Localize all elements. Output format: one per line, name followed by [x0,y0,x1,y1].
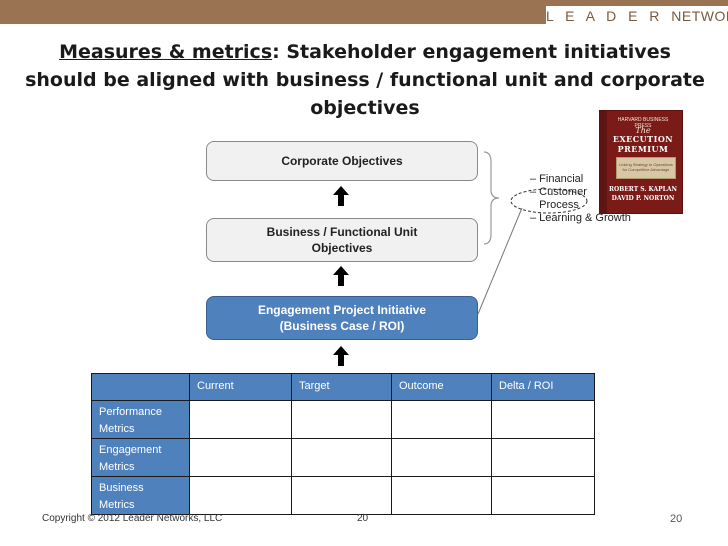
perspective-item: Process [530,199,579,211]
right-brace-icon [483,151,500,245]
column-header: Delta / ROI [491,373,595,401]
page-number: 20 [670,513,683,525]
table-row: Engagement Metrics [91,438,595,477]
table-cell [491,400,595,439]
corporate-objectives-box: Corporate Objectives [206,141,478,181]
connector-line [477,207,523,315]
title-line-3: objectives [310,97,420,119]
table-cell [291,438,392,477]
perspective-item: – Customer [530,186,587,198]
table-cell [189,476,292,515]
arrow-up-icon [333,186,349,206]
engagement-project-box: Engagement Project Initiative (Business … [206,296,478,340]
business-unit-objectives-box: Business / Functional Unit Objectives [206,218,478,262]
balanced-scorecard-list: – Financial – Customer Process – Learnin… [530,173,631,225]
table-cell [189,438,292,477]
dashed-ellipse-highlight [510,188,588,214]
perspective-item: – Financial [530,173,584,185]
table-cell [391,476,492,515]
page-number-center: 20 [357,513,369,524]
arrow-up-icon [333,266,349,286]
copyright-text: Copyright © 2012 Leader Networks, LLC [42,513,223,524]
table-cell [391,400,492,439]
title-underlined: Measures & metrics [59,41,273,63]
title-rest: : Stakeholder engagement initiatives [272,41,671,63]
table-header-row: Current Target Outcome Delta / ROI [91,373,595,401]
table-cell [391,438,492,477]
table-corner-cell [91,373,190,401]
slide-title: Measures & metrics: Stakeholder engageme… [20,38,710,122]
arrow-up-icon [333,346,349,366]
table-row: Business Metrics [91,476,595,515]
table-cell [491,438,595,477]
column-header: Outcome [391,373,492,401]
table-cell [491,476,595,515]
title-line-2: should be aligned with business / functi… [25,69,705,91]
metrics-table: Current Target Outcome Delta / ROI Perfo… [91,373,595,515]
column-header: Target [291,373,392,401]
brand-logo: L E A D E R NETWORKS [546,6,728,26]
table-cell [189,400,292,439]
perspective-item: – Learning & Growth [530,212,631,224]
column-header: Current [189,373,292,401]
table-row: Performance Metrics [91,400,595,439]
table-cell [291,400,392,439]
table-cell [291,476,392,515]
row-header: Business Metrics [91,476,190,515]
row-header: Engagement Metrics [91,438,190,477]
row-header: Performance Metrics [91,400,190,439]
